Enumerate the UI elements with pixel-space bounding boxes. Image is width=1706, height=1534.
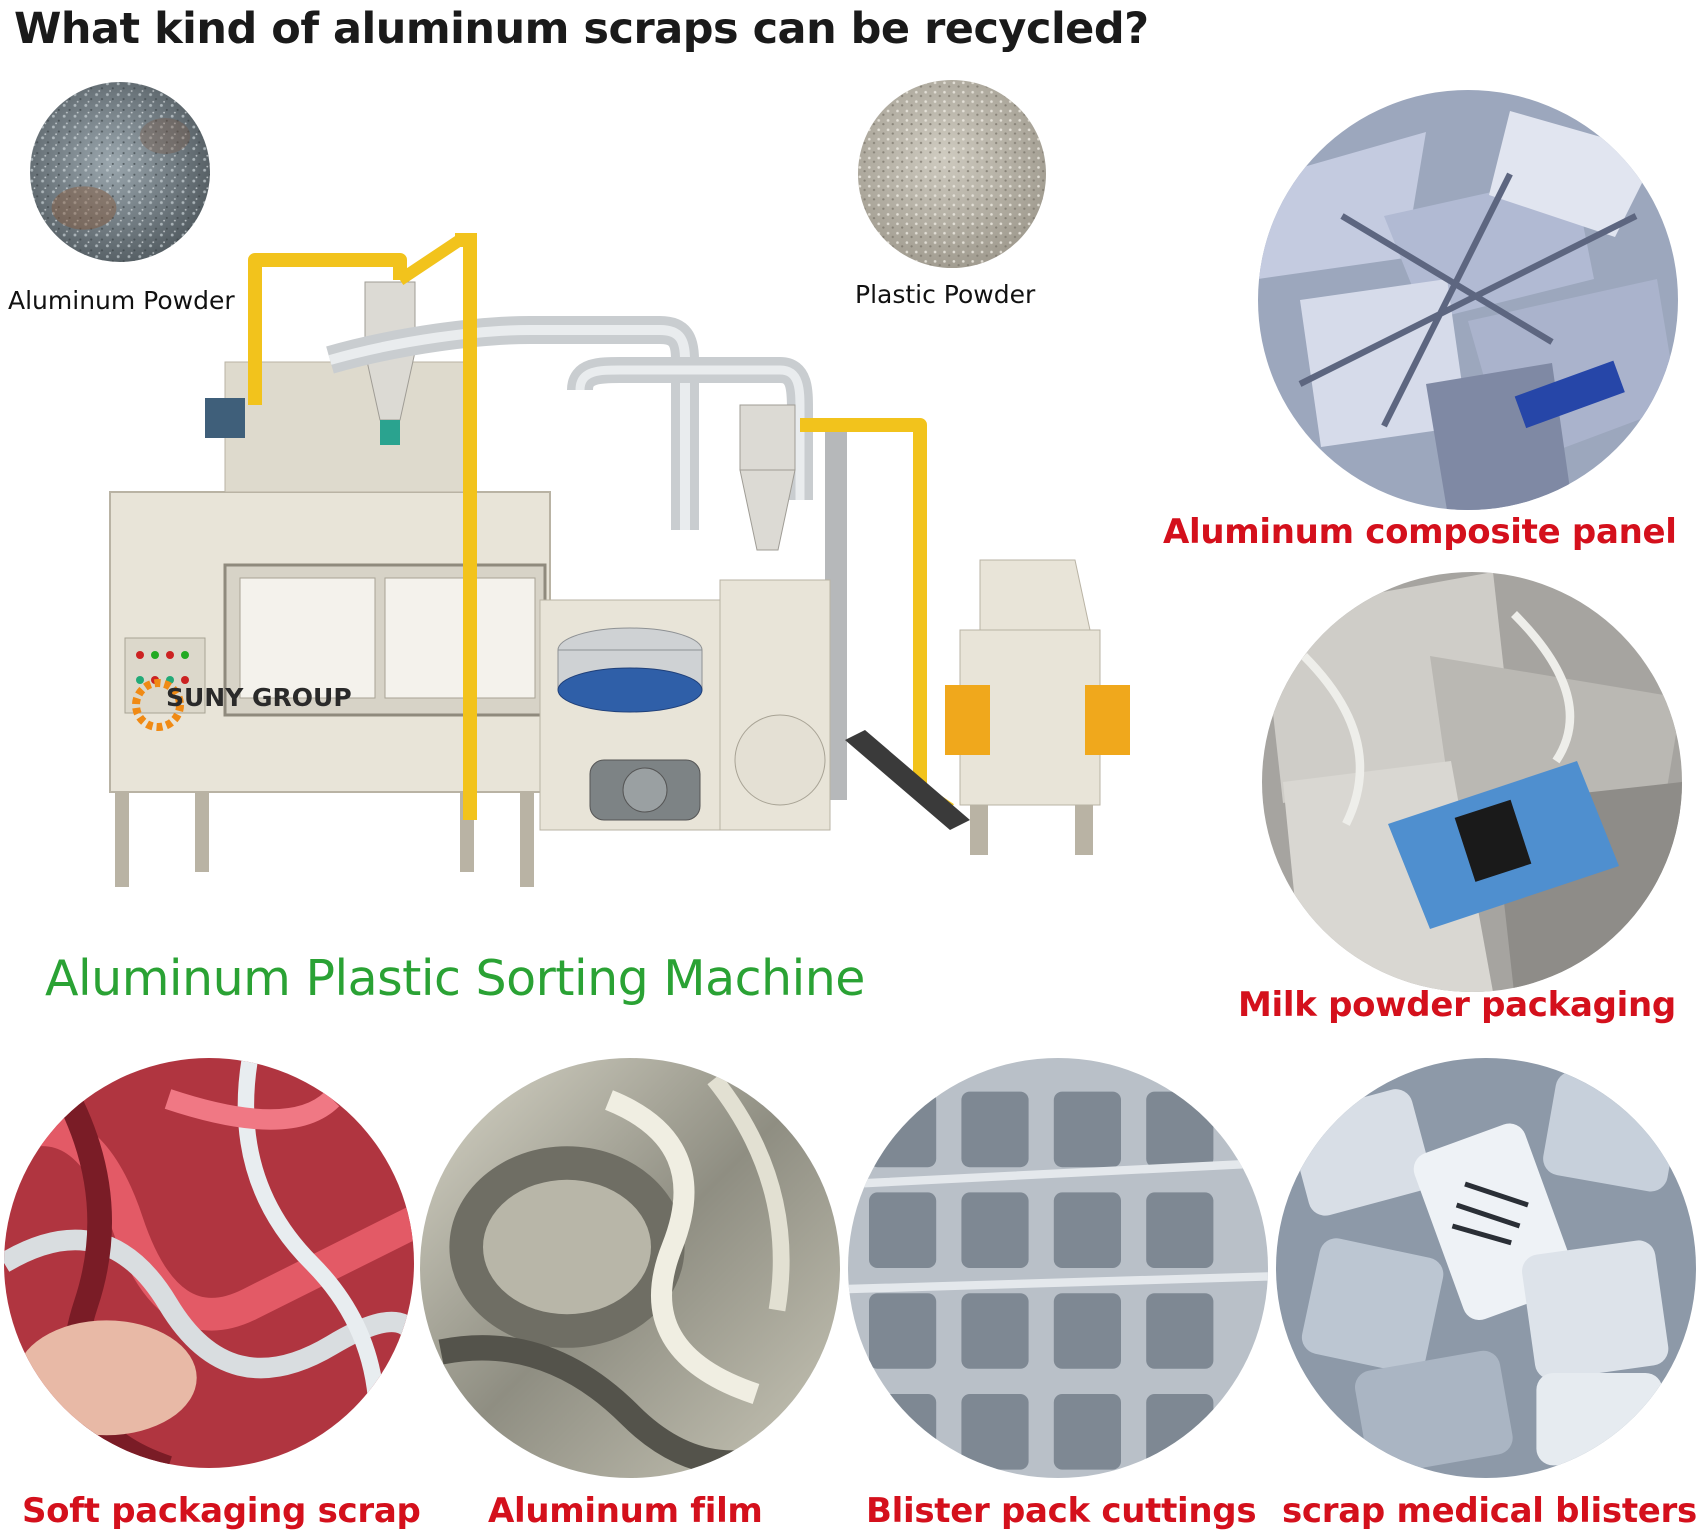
- aluminum-powder-image: [30, 82, 210, 262]
- scrap-medical-blisters-image: [1276, 1058, 1696, 1478]
- machine-caption: Aluminum Plastic Sorting Machine: [45, 950, 865, 1007]
- brand-logo-text: SUNY GROUP: [166, 683, 352, 712]
- page-title: What kind of aluminum scraps can be recy…: [14, 4, 1149, 54]
- plastic-powder-label: Plastic Powder: [855, 280, 1036, 309]
- scrap-label-milk-powder-packaging: Milk powder packaging: [1238, 985, 1676, 1025]
- aluminum-film-image: [420, 1058, 840, 1478]
- blister-pack-cuttings-image: [848, 1058, 1268, 1478]
- aluminum-powder-label: Aluminum Powder: [8, 286, 235, 315]
- scrap-label-aluminum-film: Aluminum film: [488, 1491, 763, 1531]
- soft-packaging-scrap-image: [4, 1058, 414, 1468]
- scrap-label-soft-packaging-scrap: Soft packaging scrap: [22, 1491, 421, 1531]
- plastic-powder-image: [858, 80, 1046, 268]
- sorting-machine-image: SUNY GROUP: [100, 230, 1270, 950]
- scrap-label-blister-pack-cuttings: Blister pack cuttings: [866, 1491, 1257, 1531]
- scrap-label-scrap-medical-blisters: scrap medical blisters: [1282, 1491, 1697, 1531]
- aluminum-composite-panel-image: [1258, 90, 1678, 510]
- scrap-label-aluminum-composite-panel: Aluminum composite panel: [1163, 512, 1677, 552]
- milk-powder-packaging-image: [1262, 572, 1682, 992]
